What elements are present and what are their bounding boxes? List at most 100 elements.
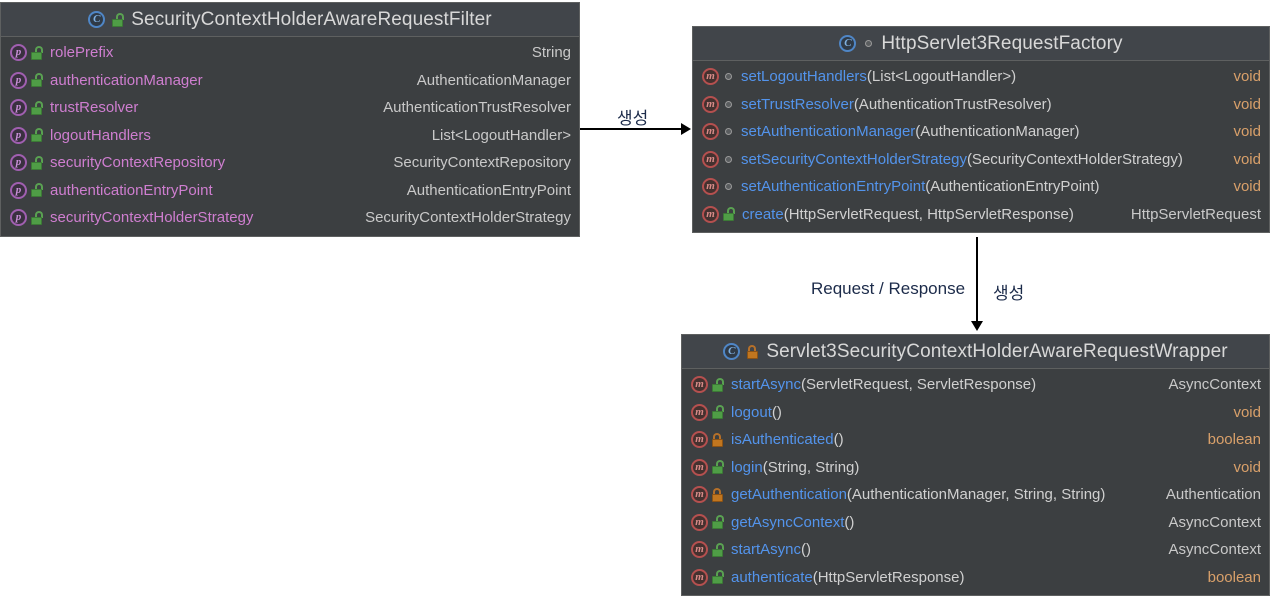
member-return-type: Authentication <box>1165 486 1261 504</box>
member-params: (SecurityContextHolderStrategy) <box>966 150 1183 168</box>
member-icons: p <box>10 209 43 227</box>
member-params: (AuthenticationEntryPoint) <box>925 178 1100 196</box>
property-icon: p <box>10 71 27 89</box>
property-icon: p <box>10 209 27 227</box>
class-box-security-context-holder-aware-request-filter[interactable]: C SecurityContextHolderAwareRequestFilte… <box>0 2 580 237</box>
class-title: HttpServlet3RequestFactory <box>881 32 1123 54</box>
member-params: (AuthenticationManager) <box>915 123 1080 141</box>
member-icons: m <box>702 95 734 113</box>
member-return-type: AsyncContext <box>1168 376 1261 394</box>
member-signature: setSecurityContextHolderStrategy(Securit… <box>741 151 1229 168</box>
class-icon: C <box>723 343 741 360</box>
method-icon: m <box>691 486 708 504</box>
member-signature: securityContextHolderStrategy <box>50 209 361 226</box>
property-icon: p <box>10 44 27 62</box>
member-signature: create(HttpServletRequest, HttpServletRe… <box>742 206 1127 223</box>
method-icon: m <box>691 513 708 531</box>
member-name: setLogoutHandlers <box>741 68 867 86</box>
member-icons: p <box>10 71 43 89</box>
member-params: (HttpServletRequest, HttpServletResponse… <box>783 205 1074 223</box>
member-signature: securityContextRepository <box>50 154 389 171</box>
member-return-type: void <box>1233 178 1261 196</box>
member-row[interactable]: m getAuthentication(AuthenticationManager… <box>682 481 1269 509</box>
method-icon: m <box>702 123 719 141</box>
member-return-type: boolean <box>1207 431 1261 449</box>
method-icon: m <box>691 376 708 394</box>
member-name: trustResolver <box>50 99 139 117</box>
member-name: authenticate <box>731 568 813 586</box>
method-icon: m <box>691 403 708 421</box>
lock-closed-orange-icon <box>712 487 724 502</box>
lock-open-green-icon <box>31 128 43 143</box>
lock-open-green-icon <box>31 45 43 60</box>
member-icons: m <box>691 568 724 586</box>
member-return-type: AsyncContext <box>1168 541 1261 559</box>
member-return-type: void <box>1233 68 1261 86</box>
member-signature: getAuthentication(AuthenticationManager,… <box>731 486 1162 503</box>
member-icons: m <box>691 486 724 504</box>
member-name: isAuthenticated <box>731 431 834 449</box>
member-signature: setAuthenticationManager(AuthenticationM… <box>741 123 1229 140</box>
lock-open-green-icon <box>31 100 43 115</box>
member-name: setAuthenticationEntryPoint <box>741 178 926 196</box>
class-title: Servlet3SecurityContextHolderAwareReques… <box>766 340 1228 362</box>
method-icon: m <box>702 205 719 223</box>
member-params: (HttpServletResponse) <box>812 568 965 586</box>
member-icons: p <box>10 154 43 172</box>
member-name: getAuthentication <box>731 486 847 504</box>
member-name: setSecurityContextHolderStrategy <box>741 150 967 168</box>
property-icon: p <box>10 99 27 117</box>
method-icon: m <box>702 68 719 86</box>
class-box-header: C Servlet3SecurityContextHolderAwareRequ… <box>682 335 1269 369</box>
member-row[interactable]: m setSecurityContextHolderStrategy(Securi… <box>693 146 1269 174</box>
member-return-type: HttpServletRequest <box>1130 205 1261 223</box>
member-icons: m <box>702 150 734 168</box>
lock-closed-orange-icon <box>747 344 759 359</box>
lock-open-green-icon <box>31 73 43 88</box>
member-name: create <box>742 205 784 223</box>
edge-factory-to-wrapper-line <box>976 237 978 323</box>
member-params: (AuthenticationManager, String, String) <box>846 486 1106 504</box>
member-name: logout <box>731 403 772 421</box>
member-signature: setAuthenticationEntryPoint(Authenticati… <box>741 178 1229 195</box>
member-return-type: void <box>1233 458 1261 476</box>
lock-open-green-icon <box>712 405 724 420</box>
member-icons: p <box>10 181 43 199</box>
member-row[interactable]: m setAuthenticationManager(Authentication… <box>693 118 1269 146</box>
member-row[interactable]: m create(HttpServletRequest, HttpServletR… <box>693 201 1269 229</box>
lock-open-green-icon <box>31 183 43 198</box>
public-dot-icon <box>725 183 732 191</box>
member-params: () <box>801 541 812 559</box>
public-dot-icon <box>725 100 732 108</box>
member-return-type: String <box>531 44 571 62</box>
public-dot-icon <box>725 73 732 81</box>
lock-open-green-icon <box>712 377 724 392</box>
member-name: setTrustResolver <box>741 95 854 113</box>
class-box-servlet3-security-context-holder-aware-request-wrapper[interactable]: C Servlet3SecurityContextHolderAwareRequ… <box>681 334 1270 596</box>
member-return-type: SecurityContextHolderStrategy <box>365 209 571 227</box>
member-signature: isAuthenticated() <box>731 431 1204 448</box>
member-return-type: List<LogoutHandler> <box>431 126 571 144</box>
member-params: (String, String) <box>762 458 860 476</box>
member-params: () <box>844 513 855 531</box>
